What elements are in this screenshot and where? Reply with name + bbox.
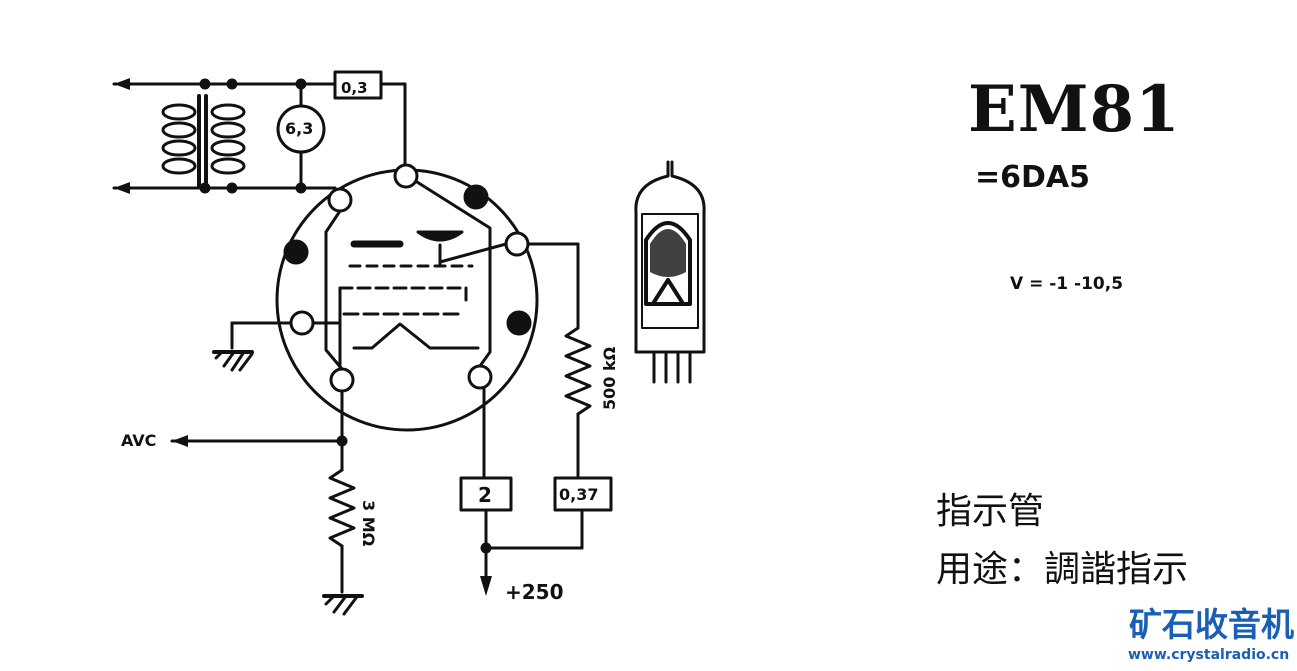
ground-symbol-2 [322,594,364,616]
ground-symbol-1 [212,350,254,372]
heater-current-label: 0,3 [341,79,368,97]
voltage-spec: V = -1 -10,5 [1010,274,1124,294]
heater-voltage-label: 6,3 [285,119,314,138]
avc-label: AVC [121,431,157,450]
tube-type-text: 指示管 [936,491,1045,532]
pilot-lamp [276,104,326,154]
grid-resistor-label: 3 MΩ [359,500,378,547]
heater-fuse [333,70,383,100]
load-resistor-label: 500 kΩ [600,346,619,410]
tube-model-title: EM81 [968,72,1181,147]
screen-resistor-label: 0,37 [559,485,599,504]
heater-transformer [112,78,246,194]
watermark-brand: 矿石收音机 [1129,605,1294,644]
supply-voltage-label: +250 [505,580,564,604]
tube-socket [275,163,539,432]
load-resistor [564,326,592,416]
equivalent-model: =6DA5 [975,160,1091,195]
tube-outline-drawing [634,160,706,384]
tube-electrodes [312,180,508,371]
tube-usage-text: 用途：調諧指示 [936,549,1189,590]
grid-resistor [328,468,356,548]
watermark-site[interactable]: www.crystalradio.cn [1128,647,1290,663]
anode-resistor-label: 2 [478,483,492,507]
